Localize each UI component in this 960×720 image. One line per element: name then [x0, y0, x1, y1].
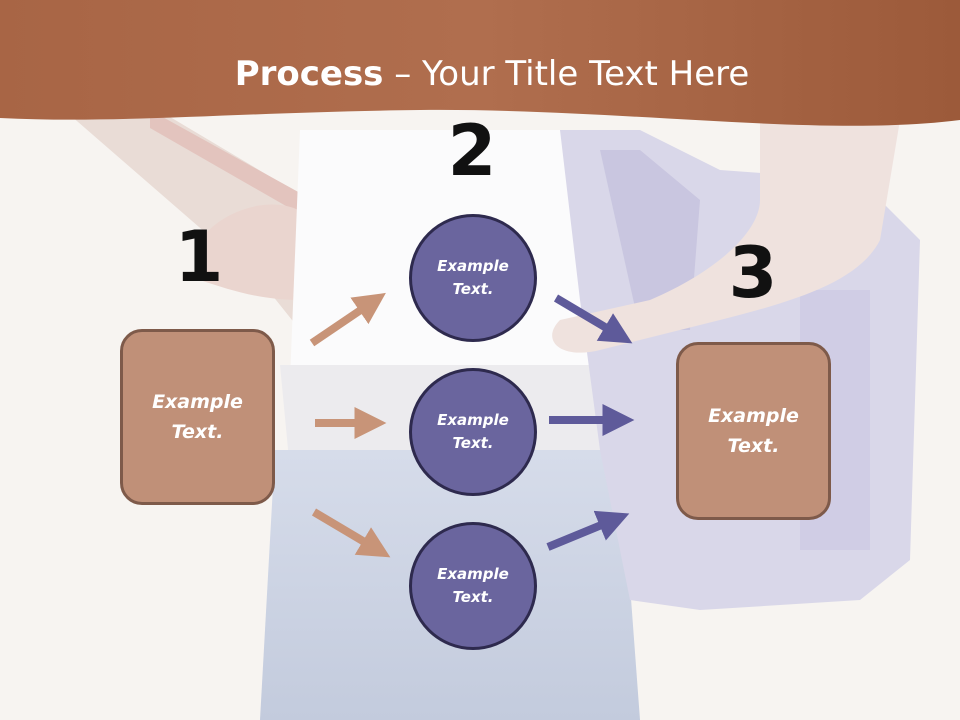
- step-number-3: 3: [728, 232, 778, 314]
- right-step-box: Example Text.: [676, 342, 831, 520]
- circle-middle: Example Text.: [409, 368, 537, 496]
- right-step-box-text: Example Text.: [708, 405, 799, 457]
- circle-top-text: Example Text.: [437, 257, 509, 298]
- circle-bottom: Example Text.: [409, 522, 537, 650]
- circle-middle-text: Example Text.: [437, 411, 509, 452]
- slide-title-rest: – Your Title Text Here: [383, 54, 750, 94]
- left-step-box-text: Example Text.: [152, 391, 243, 443]
- step-number-2: 2: [447, 110, 497, 192]
- left-step-box: Example Text.: [120, 329, 275, 505]
- circle-top: Example Text.: [409, 214, 537, 342]
- circle-bottom-text: Example Text.: [437, 565, 509, 606]
- slide-title: Process – Your Title Text Here: [0, 52, 960, 96]
- step-number-1: 1: [174, 216, 224, 298]
- header-wave: [0, 0, 960, 126]
- slide-title-bold: Process: [234, 54, 384, 94]
